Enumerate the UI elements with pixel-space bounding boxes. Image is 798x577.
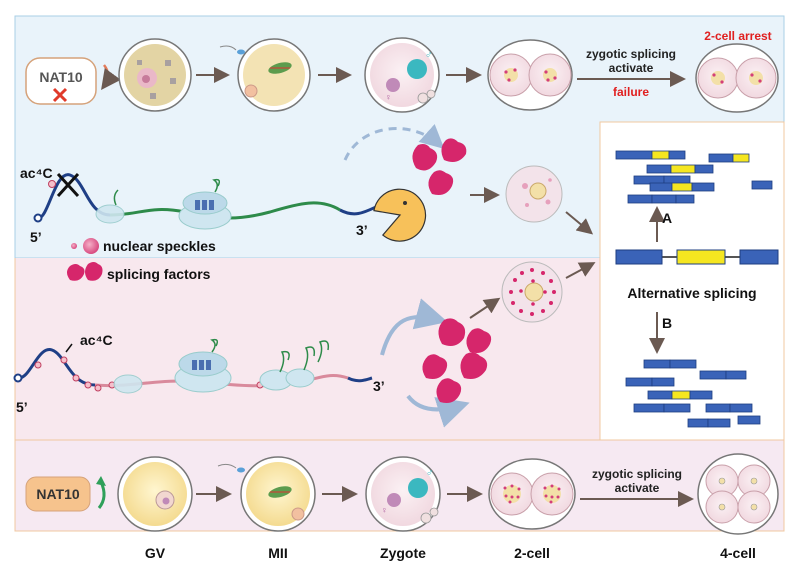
ac4c-top-mark xyxy=(48,180,56,188)
down-arrow-icon xyxy=(101,64,121,91)
mid-arrow-to-nucleus xyxy=(469,297,501,319)
top-zygote: ♂ ♀ xyxy=(364,37,440,113)
top-ribosome xyxy=(178,178,232,230)
top-small-ribosome xyxy=(95,189,125,224)
ac4c-top-label: ac⁴C xyxy=(20,165,53,181)
bottom-zygote: ♂ ♀ xyxy=(365,456,441,532)
zygotic-top-line2: activate xyxy=(609,61,654,75)
zygotic-bottom-line2: activate xyxy=(615,481,660,495)
mid-splicing-factors xyxy=(422,318,492,403)
ac4c-mid-pointer xyxy=(65,343,73,353)
top-2cell xyxy=(487,39,573,111)
three-prime-mid: 3’ xyxy=(373,378,385,394)
bottom-gv-oocyte xyxy=(117,456,193,532)
top-mii-oocyte xyxy=(237,38,311,112)
splice-isoforms-a xyxy=(615,150,773,204)
nat10-bottom-label: NAT10 xyxy=(36,486,80,502)
three-prime-top: 3’ xyxy=(356,222,368,238)
legend-factors-label: splicing factors xyxy=(107,266,211,282)
two-cell-arrest-label: 2-cell arrest xyxy=(704,29,771,43)
mid-nucleus xyxy=(501,261,563,323)
legend-speckles: nuclear speckles xyxy=(71,238,216,254)
pacman-icon xyxy=(373,188,427,242)
stage-mii: MII xyxy=(268,545,287,561)
stage-zygote: Zygote xyxy=(380,545,426,561)
path-b-label: B xyxy=(662,315,672,331)
top-gv-oocyte xyxy=(118,38,192,112)
pre-mrna-gene xyxy=(615,249,779,265)
bottom-sperm-icon xyxy=(217,463,245,473)
ac4c-mid-label: ac⁴C xyxy=(80,332,113,348)
knockout-cross-icon xyxy=(52,87,68,103)
mid-ribosome xyxy=(174,338,232,393)
zygotic-top-line1: zygotic splicing xyxy=(586,47,676,61)
splice-isoforms-b xyxy=(625,359,761,428)
mid-polysome xyxy=(259,340,330,391)
stage-labels: GV MII Zygote 2-cell 4-cell xyxy=(145,545,756,561)
nat10-normal-box: NAT10 xyxy=(25,476,91,512)
mid-wide-arrow-up xyxy=(380,298,448,356)
failure-label: failure xyxy=(613,85,649,99)
dashed-curve-arrow xyxy=(343,124,445,161)
path-a-label: A xyxy=(662,210,672,226)
legend-factors: splicing factors xyxy=(67,262,211,282)
stage-gv: GV xyxy=(145,545,166,561)
nat10-knockout-box: NAT10 xyxy=(25,57,97,105)
top-splicing-factors xyxy=(412,138,467,195)
bottom-2cell xyxy=(488,458,576,530)
five-prime-mid: 5’ xyxy=(16,399,28,415)
mid-arrow-to-splicing xyxy=(565,262,596,279)
nat10-top-label: NAT10 xyxy=(39,69,83,85)
svg-text:♀: ♀ xyxy=(381,505,388,515)
svg-text:♂: ♂ xyxy=(426,468,434,479)
alt-splicing-label: Alternative splicing xyxy=(627,285,756,301)
top-2cell-arrest xyxy=(695,43,779,113)
mid-wide-arrow-down xyxy=(406,394,470,428)
svg-text:♂: ♂ xyxy=(425,50,433,61)
legend-speckles-label: nuclear speckles xyxy=(103,238,216,254)
stage-4cell: 4-cell xyxy=(720,545,756,561)
block-cross-icon xyxy=(56,172,80,198)
top-arrow-to-splicing xyxy=(565,211,594,235)
bottom-mii-oocyte xyxy=(240,456,316,532)
top-nucleus xyxy=(505,165,563,223)
stage-2cell: 2-cell xyxy=(514,545,550,561)
right-splicing-panel xyxy=(599,121,785,441)
sperm-icon xyxy=(219,45,245,55)
up-arrow-head xyxy=(96,476,106,486)
zygotic-bottom-line1: zygotic splicing xyxy=(592,467,682,481)
svg-text:♀: ♀ xyxy=(385,92,392,102)
five-prime-top: 5’ xyxy=(30,229,42,245)
mid-small-ribosome xyxy=(113,374,143,394)
bottom-4cell xyxy=(697,453,779,535)
